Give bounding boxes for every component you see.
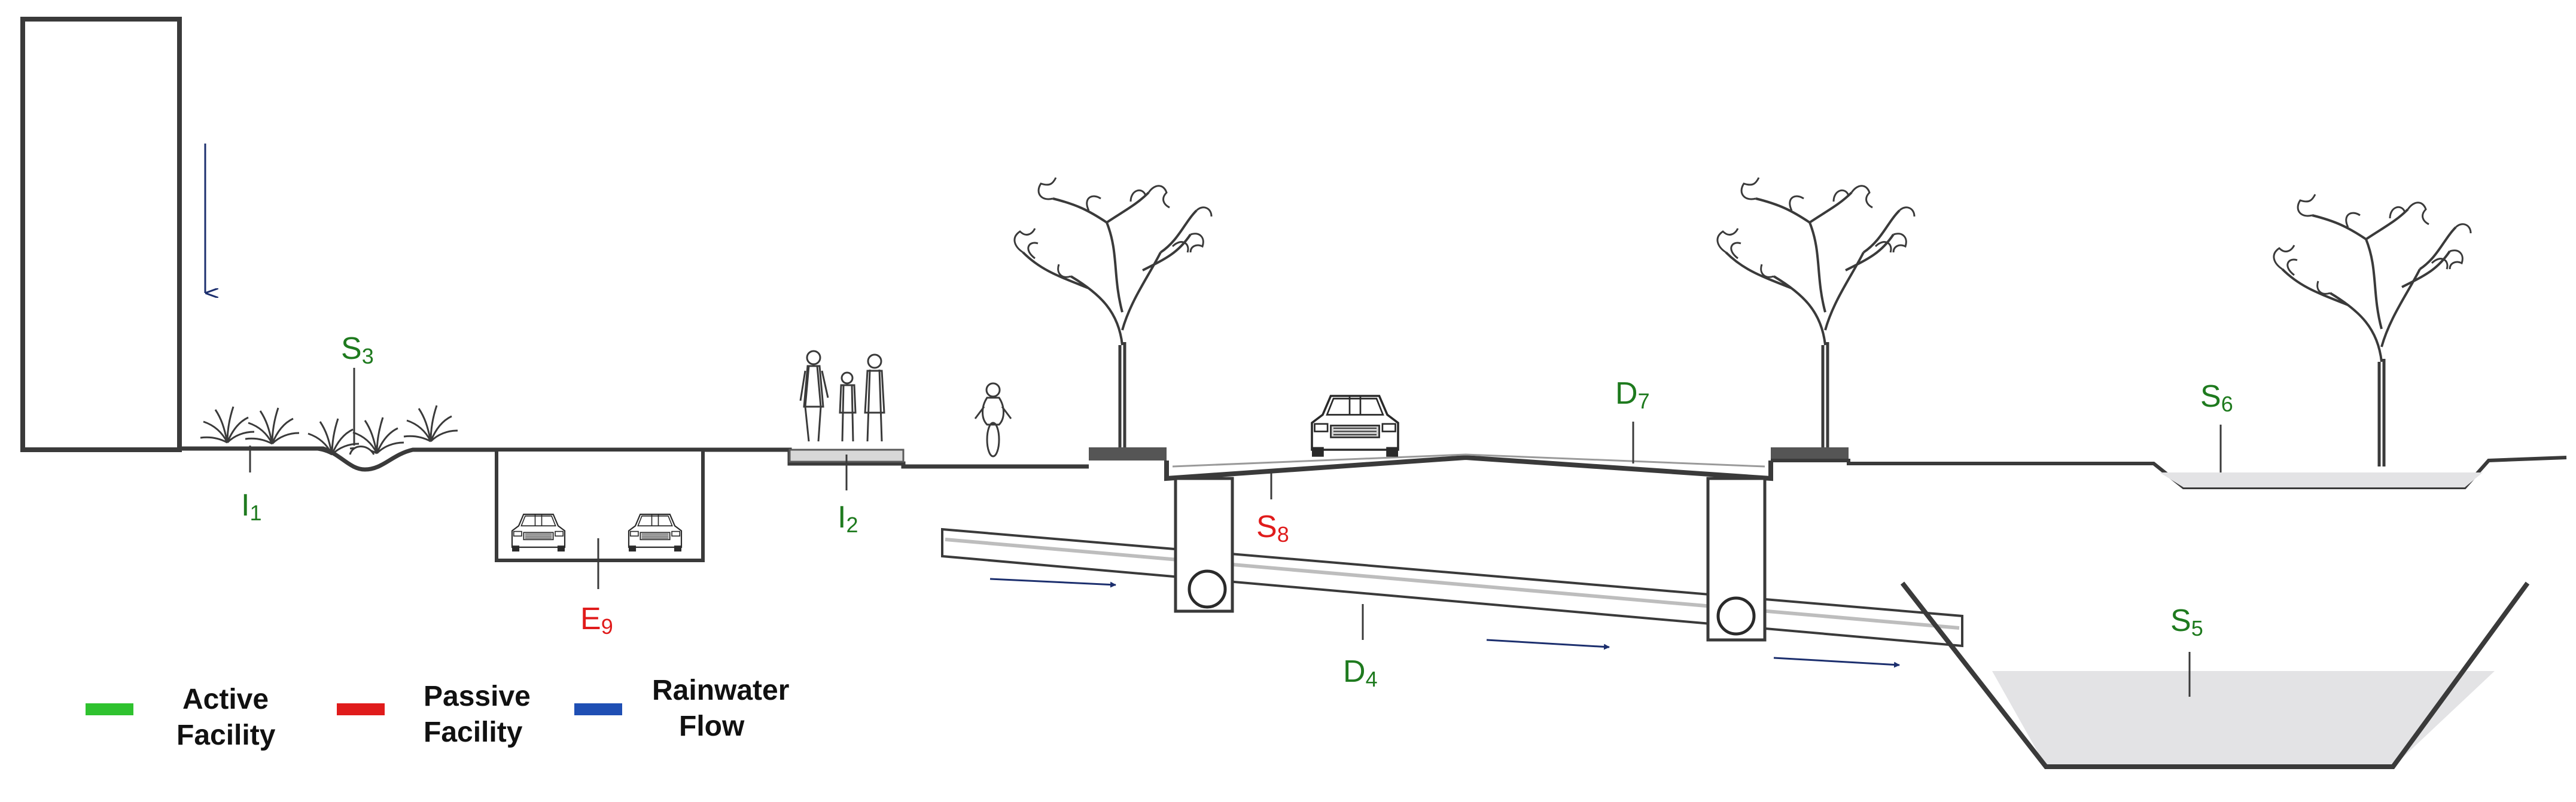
leader-lines xyxy=(249,368,2222,697)
label-s6: S6 xyxy=(2200,379,2233,416)
label-s5: S5 xyxy=(2170,603,2203,641)
legend-active-line2: Facility xyxy=(176,719,276,751)
legend-active-line1: Active xyxy=(182,684,269,715)
legend: Active Facility Passive Facility Rainwat… xyxy=(86,675,789,751)
grass-plant-icon xyxy=(199,405,255,444)
underground-parking xyxy=(495,448,705,562)
label-i2: I2 xyxy=(838,500,858,537)
label-s8: S8 xyxy=(1256,510,1289,547)
ground-profile xyxy=(179,446,1089,472)
legend-passive-line1: Passive xyxy=(424,681,531,712)
label-s3: S3 xyxy=(341,331,374,368)
flow-arrow-icon xyxy=(989,578,1116,588)
grass-plant-icon xyxy=(244,407,300,445)
culvert-pipe-icon xyxy=(1718,598,1754,634)
rain-garden-water xyxy=(2160,472,2483,487)
flow-arrow-icon xyxy=(1486,639,1610,650)
tree-icon xyxy=(1718,178,1914,450)
legend-flow-line1: Rainwater xyxy=(652,675,789,706)
label-d4: D4 xyxy=(1343,654,1378,691)
label-i1: I1 xyxy=(241,488,261,525)
tree-icon xyxy=(1015,178,1211,450)
tree-icon xyxy=(2274,194,2471,466)
legend-flow-line2: Flow xyxy=(679,710,745,742)
detention-pond-water xyxy=(1992,671,2495,767)
cyclist-icon xyxy=(974,382,1012,458)
grass-plant-icon xyxy=(403,404,459,443)
tree-pit xyxy=(1089,447,1167,461)
building xyxy=(20,17,182,452)
legend-swatch-active xyxy=(86,703,133,715)
label-e9: E9 xyxy=(580,602,613,639)
rock-icon xyxy=(349,446,375,455)
drainage-pipe xyxy=(941,527,1963,648)
legend-swatch-flow xyxy=(574,703,622,715)
pedestrian-family-icon xyxy=(799,350,885,442)
legend-passive-line2: Facility xyxy=(424,716,523,748)
legend-swatch-passive xyxy=(337,703,385,715)
culvert-pipe-icon xyxy=(1189,571,1225,607)
flow-arrow-icon xyxy=(1773,657,1900,668)
car-icon xyxy=(1311,395,1399,458)
label-d7: D7 xyxy=(1615,376,1650,413)
tree-pit xyxy=(1771,447,1849,461)
road-surface xyxy=(1164,455,1773,481)
detention-pond xyxy=(1900,581,2530,769)
